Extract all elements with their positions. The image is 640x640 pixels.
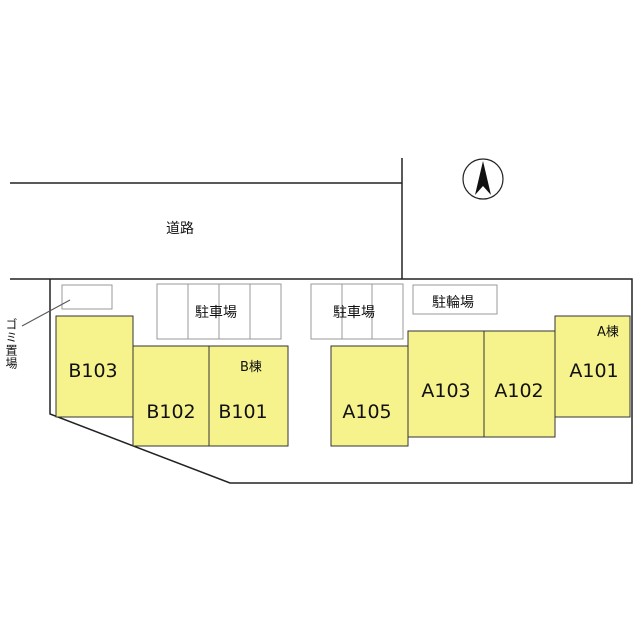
- unit-label-b103: B103: [68, 360, 118, 382]
- bicycle-parking-area: [412, 284, 498, 315]
- lot-boundary: [10, 278, 633, 484]
- parking-a-outline: [310, 283, 404, 340]
- parking-a: [310, 283, 404, 340]
- garbage-label: ゴミ置場: [4, 318, 18, 370]
- road-lines: [10, 158, 403, 279]
- garbage-area: [61, 284, 113, 310]
- unit-b101: [208, 345, 289, 447]
- unit-a102: [483, 330, 556, 438]
- unit-b102: [132, 345, 210, 447]
- north-arrow-icon: [462, 158, 504, 200]
- unit-a101: [554, 315, 631, 418]
- unit-label-b101: B101: [218, 401, 268, 423]
- unit-label-a102: A102: [494, 380, 544, 402]
- building-a-label: A棟: [597, 325, 619, 340]
- unit-label-a101: A101: [569, 360, 619, 382]
- unit-a105: [330, 345, 409, 447]
- building-b-label: B棟: [240, 360, 262, 375]
- parking-a-label: 駐車場: [333, 305, 375, 321]
- parking-b: [156, 283, 282, 340]
- garbage-leader-line: [21, 299, 71, 327]
- unit-label-b102: B102: [146, 401, 196, 423]
- parking-b-label: 駐車場: [195, 305, 237, 321]
- bicycle-parking-label: 駐輪場: [432, 295, 474, 311]
- unit-b103: [55, 315, 134, 418]
- unit-a103: [407, 330, 485, 438]
- units: [55, 315, 631, 447]
- unit-label-a103: A103: [421, 380, 471, 402]
- road-label: 道路: [166, 221, 194, 237]
- unit-label-a105: A105: [342, 401, 392, 423]
